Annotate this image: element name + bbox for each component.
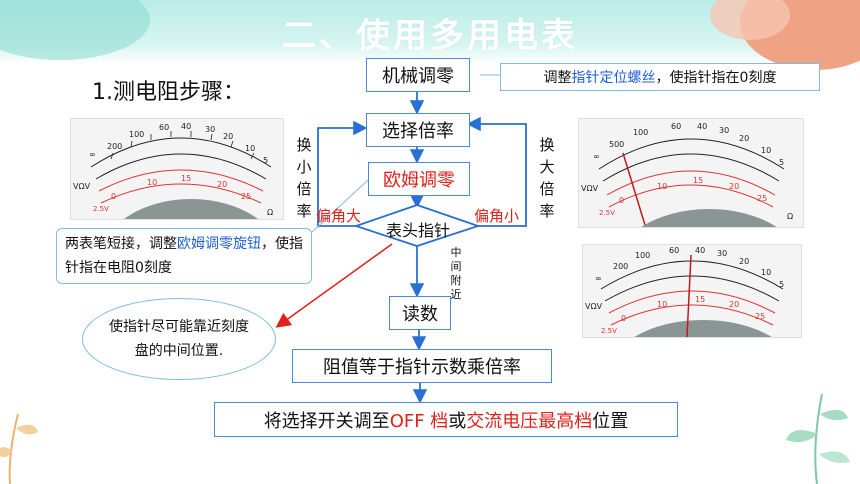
svg-text:15: 15 <box>693 176 703 185</box>
svg-text:20: 20 <box>217 180 227 189</box>
svg-text:30: 30 <box>205 125 215 134</box>
svg-text:20: 20 <box>729 182 739 191</box>
step-read: 读数 <box>389 296 451 330</box>
svg-text:VΩV: VΩV <box>581 184 599 193</box>
note2-post: ，使指针指在电阻0刻度 <box>65 236 303 276</box>
note2-pre: 两表笔短接，调整 <box>65 236 177 252</box>
svg-text:15: 15 <box>695 295 705 304</box>
svg-text:10: 10 <box>761 146 771 155</box>
svg-text:5: 5 <box>263 156 268 165</box>
leaf-decor-right <box>786 393 850 484</box>
svg-text:25: 25 <box>755 312 765 321</box>
svg-text:30: 30 <box>719 126 729 135</box>
note-middle-tip: 使指针尽可能靠近刻度盘的中间位置. <box>82 298 276 380</box>
label-deflect-small: 偏角小 <box>474 207 520 225</box>
svg-text:25: 25 <box>241 192 251 201</box>
svg-text:100: 100 <box>635 251 650 260</box>
svg-text:5: 5 <box>779 280 784 289</box>
note1-pre: 调整 <box>543 70 572 86</box>
label-near-middle: 中间附近 <box>450 246 462 301</box>
svg-text:15: 15 <box>181 174 191 183</box>
svg-text:Ω: Ω <box>787 212 793 221</box>
svg-text:10: 10 <box>657 182 667 191</box>
svg-text:20: 20 <box>223 132 233 141</box>
slide-title: 二、使用多用电表 <box>282 16 578 56</box>
step-final-switch: 将选择开关调至 OFF 档或交流电压最高档位置 <box>214 402 678 437</box>
note1-blue: 指针定位螺丝 <box>571 70 656 86</box>
svg-text:30: 30 <box>717 249 727 258</box>
final-off: OFF 档 <box>389 410 449 432</box>
final-suffix: 位置 <box>592 410 629 432</box>
step-mechanical-zero: 机械调零 <box>366 58 470 92</box>
svg-text:∞: ∞ <box>595 274 602 283</box>
svg-text:60: 60 <box>669 246 679 255</box>
meter-image-2: ∞ 500 100 60 40 30 20 10 5 0 10 15 20 25 VΩV 2.5V… <box>578 118 804 228</box>
meter-image-1: ∞ 200 100 60 40 30 20 10 5 0 10 15 20 25 VΩV 2.5V… <box>70 118 284 220</box>
final-ac: 交流电压最高档 <box>466 410 593 432</box>
step-select-range: 选择倍率 <box>366 113 470 147</box>
svg-text:20: 20 <box>739 134 749 143</box>
svg-text:60: 60 <box>671 122 681 131</box>
note1-post: ，使指针指在0刻度 <box>655 70 777 86</box>
label-switch-large: 换大倍率 <box>539 136 555 220</box>
svg-text:∞: ∞ <box>593 152 600 161</box>
svg-text:60: 60 <box>159 123 169 132</box>
final-prefix: 将选择开关调至 <box>263 410 390 432</box>
svg-text:VΩV: VΩV <box>73 182 91 191</box>
svg-text:0: 0 <box>621 314 626 323</box>
leaf-decor-left <box>0 413 38 484</box>
svg-text:5: 5 <box>779 158 784 167</box>
svg-text:10: 10 <box>245 144 255 153</box>
note2-blue: 欧姆调零旋钮 <box>177 236 261 252</box>
label-deflect-large: 偏角大 <box>316 207 362 225</box>
meter-image-3: ∞ 200 100 60 40 30 20 10 5 0 10 15 20 25 VΩV 2.5V <box>582 244 802 338</box>
svg-text:10: 10 <box>657 300 667 309</box>
final-mid: 或 <box>448 410 467 432</box>
step-ohm-zero: 欧姆调零 <box>368 162 470 196</box>
note-mechanical-zero: 调整指针定位螺丝，使指针指在0刻度 <box>500 63 820 91</box>
note3-text: 使指针尽可能靠近刻度盘的中间位置. <box>109 319 249 359</box>
note-ohm-zero: 两表笔短接，调整欧姆调零旋钮，使指针指在电阻0刻度 <box>56 228 312 284</box>
svg-text:20: 20 <box>729 300 739 309</box>
svg-text:500: 500 <box>609 140 624 149</box>
svg-text:40: 40 <box>697 122 707 131</box>
svg-text:100: 100 <box>633 128 648 137</box>
svg-text:40: 40 <box>695 246 705 255</box>
svg-text:25: 25 <box>757 194 767 203</box>
svg-text:2.5V: 2.5V <box>601 327 617 335</box>
svg-text:100: 100 <box>129 130 144 139</box>
svg-text:∞: ∞ <box>89 150 96 159</box>
svg-text:0: 0 <box>619 196 624 205</box>
svg-text:2.5V: 2.5V <box>599 209 615 217</box>
decor-blob-right-small <box>710 0 790 40</box>
svg-text:200: 200 <box>107 142 122 151</box>
svg-text:10: 10 <box>147 178 157 187</box>
svg-text:0: 0 <box>111 192 116 201</box>
decision-pointer: 表头指针 <box>385 221 450 240</box>
label-switch-small: 换小倍率 <box>296 136 312 220</box>
svg-text:20: 20 <box>739 257 749 266</box>
step-title: 1.测电阻步骤： <box>92 80 245 105</box>
step-resistance-value: 阻值等于指针示数乘倍率 <box>292 349 552 383</box>
svg-text:10: 10 <box>761 268 771 277</box>
svg-text:40: 40 <box>181 122 191 131</box>
svg-text:200: 200 <box>613 262 628 271</box>
svg-text:VΩV: VΩV <box>585 302 603 311</box>
svg-text:Ω: Ω <box>267 208 273 217</box>
svg-text:2.5V: 2.5V <box>93 205 109 213</box>
